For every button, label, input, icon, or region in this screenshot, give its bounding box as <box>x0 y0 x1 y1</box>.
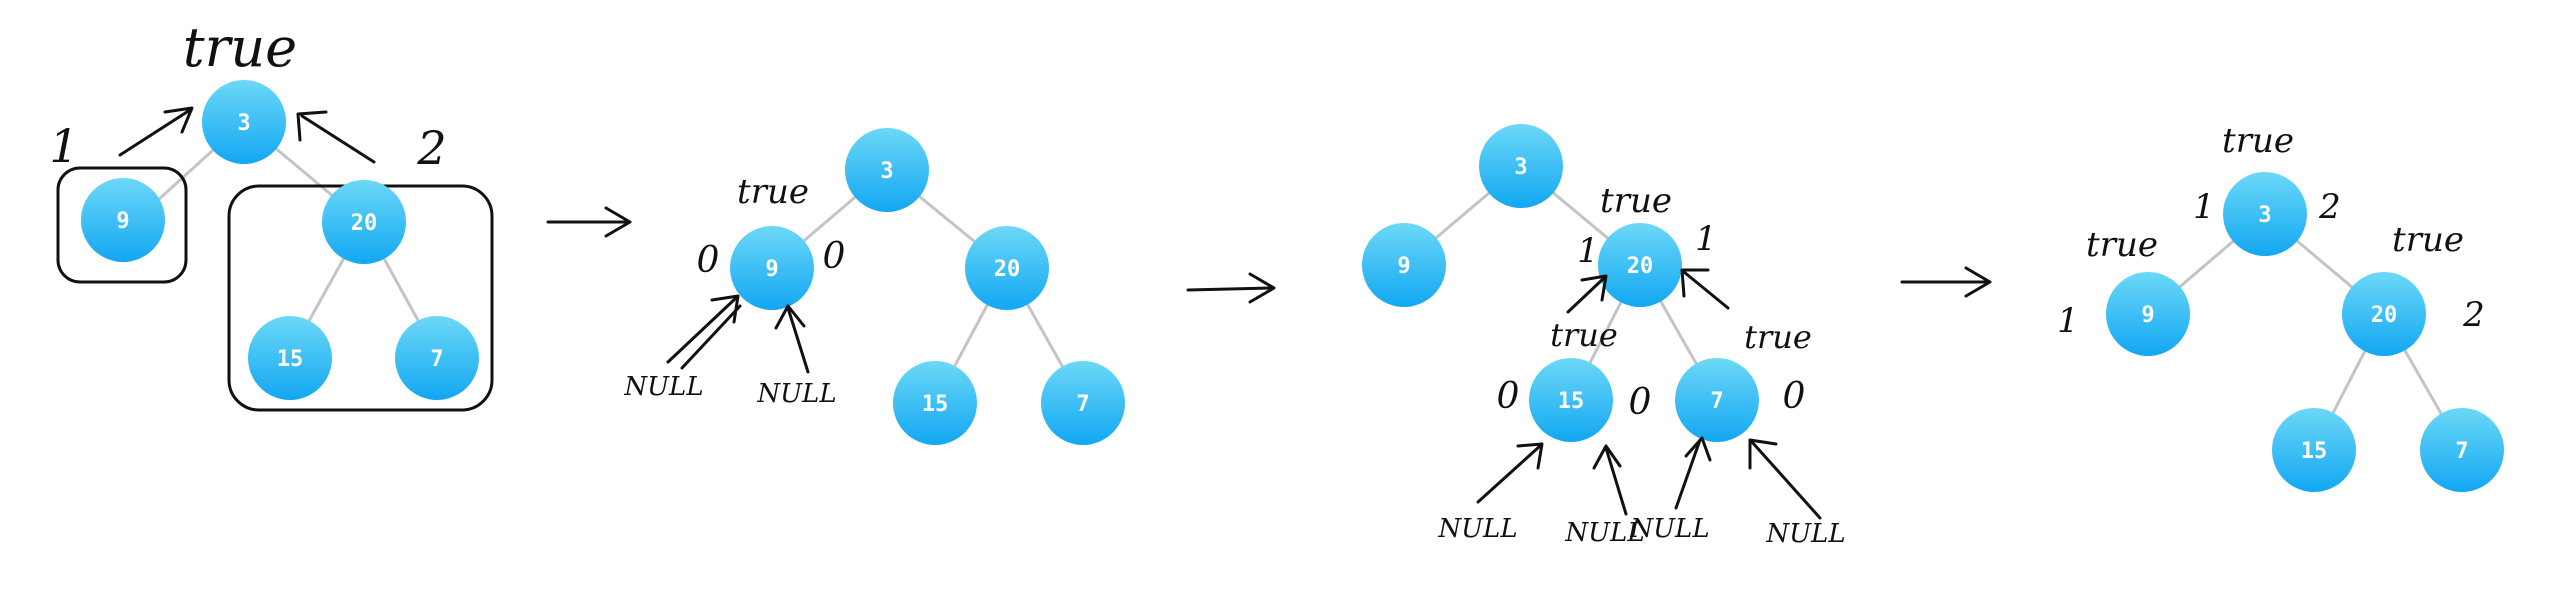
result-label: true <box>1550 316 1618 354</box>
panel-3: 3 9 20 15 7 true 1 1 true 0 0 true 0 NUL… <box>1362 124 1846 549</box>
tree-node: 20 <box>2342 272 2426 356</box>
tree-node: 7 <box>1041 361 1125 445</box>
null-label: NULL <box>1629 514 1709 544</box>
null-label: NULL <box>1564 518 1644 548</box>
left-subtree-box <box>56 166 188 284</box>
arrow-icon <box>680 304 742 370</box>
null-label: NULL <box>1765 519 1845 549</box>
result-label: true <box>2086 225 2158 265</box>
node-value: 9 <box>2141 303 2154 328</box>
node-value: 9 <box>765 257 778 282</box>
node-value: 15 <box>2301 439 2328 464</box>
panel-4: 3 9 20 15 7 true 1 2 true 1 true 2 <box>2057 121 2504 492</box>
tree-node: 3 <box>1479 124 1563 208</box>
node-value: 15 <box>277 347 304 372</box>
null-label: NULL <box>756 379 836 409</box>
height-label-right: 0 <box>823 236 846 277</box>
tree-node: 3 <box>845 128 929 212</box>
height-label-left: 1 <box>49 119 78 173</box>
height-label-left: 1 <box>2193 187 2215 227</box>
arrow-icon <box>1566 274 1608 314</box>
result-label: true <box>737 172 809 212</box>
height-label: 2 <box>2462 295 2485 335</box>
tree-node: 20 <box>322 180 406 264</box>
height-label-left: 1 <box>1577 231 1599 271</box>
tree-node: 7 <box>1675 358 1759 442</box>
height-label-right: 0 <box>1629 382 1652 423</box>
tree-node: 20 <box>965 226 1049 310</box>
node-value: 15 <box>922 392 949 417</box>
height-label-right: 2 <box>416 121 446 175</box>
node-value: 7 <box>1710 389 1723 414</box>
arrow-icon <box>296 110 376 164</box>
node-value: 3 <box>237 111 250 136</box>
tree-node: 9 <box>1362 223 1446 307</box>
arrow-icon <box>1674 436 1712 510</box>
result-label: true <box>183 16 297 79</box>
null-label: NULL <box>1437 514 1517 544</box>
height-label-left: 0 <box>697 240 720 281</box>
panel-2: 3 9 20 15 7 true 0 0 NULL NULL <box>623 128 1125 445</box>
null-label: NULL <box>623 372 703 402</box>
tree-node: 7 <box>2420 408 2504 492</box>
tree-node: 9 <box>730 226 814 310</box>
arrow-icon <box>118 106 194 157</box>
arrow-icon <box>1592 444 1628 516</box>
transition-arrow-icon <box>1186 272 1276 304</box>
tree-node: 20 <box>1598 223 1682 307</box>
tree-node: 15 <box>1529 358 1613 442</box>
tree-node: 9 <box>81 178 165 262</box>
height-label-right: 0 <box>1783 376 1806 417</box>
height-label-right: 2 <box>2318 187 2341 227</box>
node-value: 20 <box>351 211 378 236</box>
tree-node: 9 <box>2106 272 2190 356</box>
height-label: 1 <box>2057 301 2079 341</box>
result-label: true <box>2222 121 2294 161</box>
arrow-icon <box>1476 442 1544 504</box>
height-label-left: 0 <box>1497 376 1520 417</box>
arrow-icon <box>666 294 740 364</box>
arrow-icon <box>1680 268 1730 310</box>
node-value: 9 <box>116 209 129 234</box>
node-value: 7 <box>2455 439 2468 464</box>
node-value: 3 <box>1514 155 1527 180</box>
node-value: 3 <box>880 159 893 184</box>
tree-node: 3 <box>202 80 286 164</box>
panel-1: 3 9 20 15 7 true 1 2 <box>49 16 494 412</box>
node-value: 9 <box>1397 254 1410 279</box>
node-value: 7 <box>430 347 443 372</box>
node-value: 20 <box>1627 254 1654 279</box>
tree-node: 3 <box>2223 172 2307 256</box>
height-label-right: 1 <box>1695 219 1717 259</box>
node-value: 15 <box>1558 389 1585 414</box>
tree-node: 15 <box>893 361 977 445</box>
tree-node: 7 <box>395 316 479 400</box>
transition-arrow-icon <box>546 206 632 238</box>
node-value: 7 <box>1076 392 1089 417</box>
result-label: true <box>1600 181 1672 221</box>
result-label: true <box>2392 220 2464 260</box>
arrow-icon <box>1748 438 1822 520</box>
node-value: 20 <box>2371 303 2398 328</box>
transition-arrow-icon <box>1900 266 1992 298</box>
tree-node: 15 <box>2272 408 2356 492</box>
node-value: 20 <box>994 257 1021 282</box>
result-label: true <box>1744 318 1812 356</box>
node-value: 3 <box>2258 203 2271 228</box>
tree-node: 15 <box>248 316 332 400</box>
arrow-icon <box>774 304 810 374</box>
